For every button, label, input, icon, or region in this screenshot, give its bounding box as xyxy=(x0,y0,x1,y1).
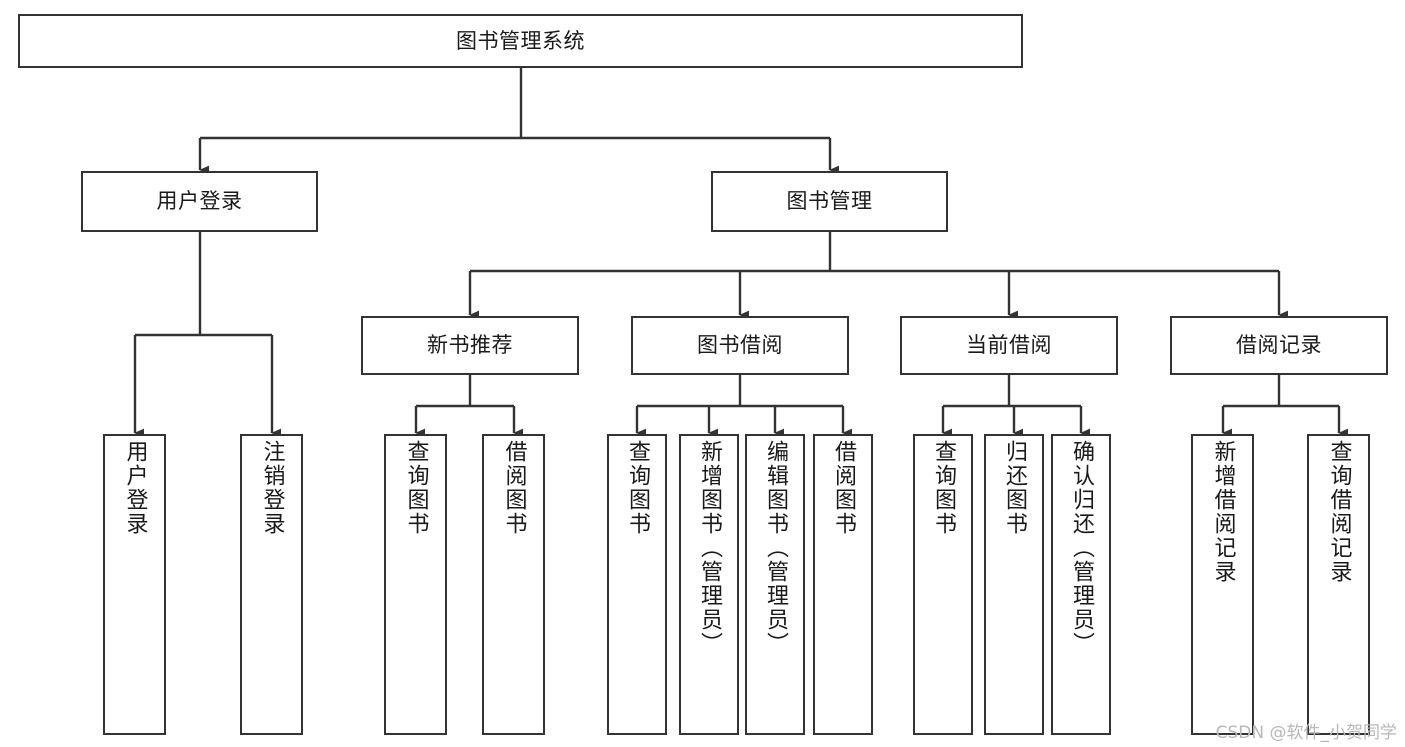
node-l3_3[interactable]: 借阅记录 xyxy=(1170,316,1388,375)
node-leaf_3[interactable]: 借阅图书 xyxy=(482,434,545,735)
node-leaf_2[interactable]: 查询图书 xyxy=(384,434,447,735)
node-leaf_9[interactable]: 归还图书 xyxy=(984,434,1044,735)
node-leaf_0[interactable]: 用户登录 xyxy=(103,434,166,735)
node-leaf_4[interactable]: 查询图书 xyxy=(607,434,667,735)
node-label: 查询图书 xyxy=(931,440,956,536)
node-label: 新书推荐 xyxy=(427,333,513,358)
node-root[interactable]: 图书管理系统 xyxy=(18,14,1023,68)
node-label: 图书借阅 xyxy=(697,333,783,358)
node-label: 归还图书 xyxy=(1002,440,1027,536)
node-label: 确认归还（管理员） xyxy=(1069,440,1094,656)
node-l2_0[interactable]: 用户登录 xyxy=(81,171,318,232)
node-label: 当前借阅 xyxy=(966,333,1052,358)
node-leaf_12[interactable]: 查询借阅记录 xyxy=(1307,434,1370,735)
node-label: 查询借阅记录 xyxy=(1326,440,1352,584)
node-label: 查询图书 xyxy=(625,440,650,536)
node-l3_0[interactable]: 新书推荐 xyxy=(361,316,579,375)
node-label: 注销登录 xyxy=(259,440,285,536)
node-label: 新增图书（管理员） xyxy=(697,440,722,656)
node-l3_1[interactable]: 图书借阅 xyxy=(631,316,849,375)
node-label: 借阅图书 xyxy=(501,440,527,536)
node-l3_2[interactable]: 当前借阅 xyxy=(900,316,1118,375)
node-label: 用户登录 xyxy=(156,189,243,214)
node-label: 图书管理 xyxy=(786,189,873,214)
node-leaf_10[interactable]: 确认归还（管理员） xyxy=(1051,434,1111,735)
node-label: 借阅图书 xyxy=(831,440,856,536)
node-leaf_11[interactable]: 新增借阅记录 xyxy=(1191,434,1254,735)
node-label: 借阅记录 xyxy=(1236,333,1322,358)
node-leaf_5[interactable]: 新增图书（管理员） xyxy=(679,434,739,735)
node-l2_1[interactable]: 图书管理 xyxy=(711,171,948,232)
node-leaf_8[interactable]: 查询图书 xyxy=(913,434,973,735)
node-leaf_6[interactable]: 编辑图书（管理员） xyxy=(745,434,805,735)
node-label: 查询图书 xyxy=(403,440,429,536)
node-label: 图书管理系统 xyxy=(456,28,585,53)
node-label: 编辑图书（管理员） xyxy=(763,440,788,656)
node-leaf_7[interactable]: 借阅图书 xyxy=(813,434,873,735)
node-label: 新增借阅记录 xyxy=(1210,440,1236,584)
node-leaf_1[interactable]: 注销登录 xyxy=(240,434,303,735)
node-label: 用户登录 xyxy=(122,440,148,536)
